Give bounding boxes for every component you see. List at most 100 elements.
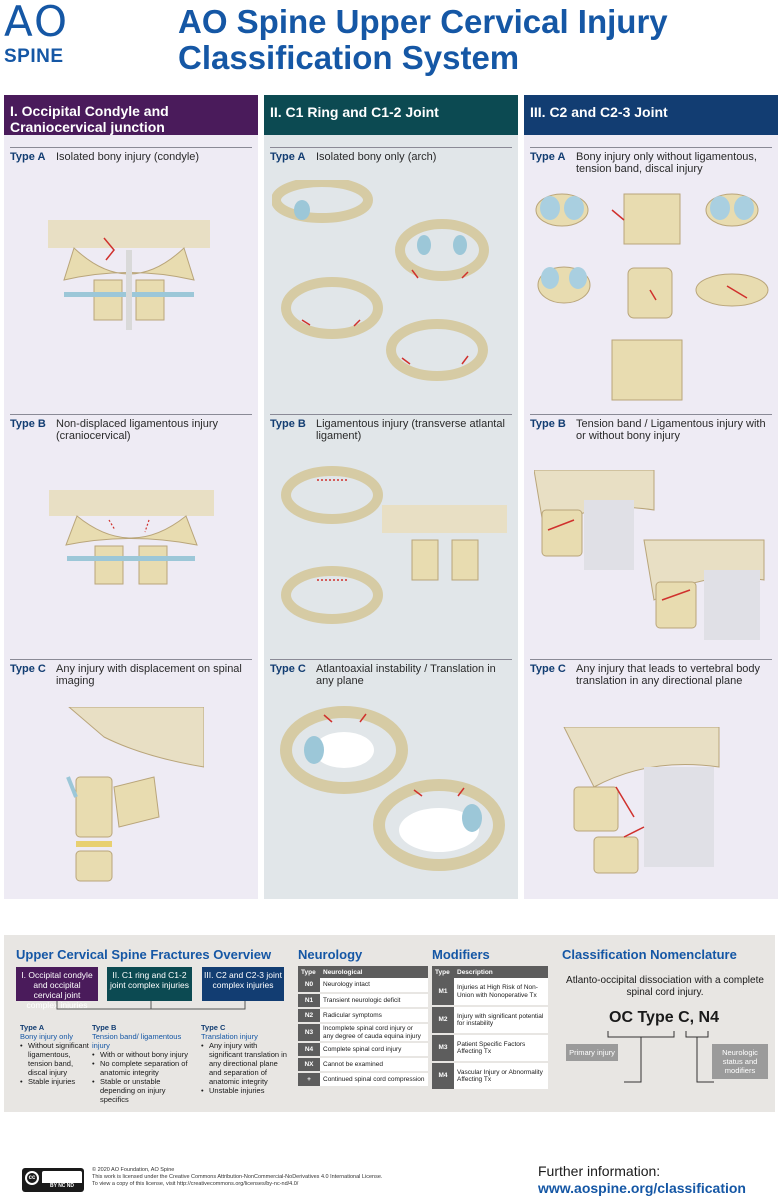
transverse-ligament-illustration (281, 466, 507, 624)
license-text: © 2020 AO Foundation, AO Spine This work… (92, 1167, 422, 1188)
type-label: Type A (530, 151, 566, 163)
modifiers-col-type: Type (432, 966, 454, 978)
neurology-desc: Continued spinal cord compression (320, 1072, 428, 1088)
c2-translation-illustration (563, 727, 720, 874)
neurology-code: N2 (298, 1008, 320, 1024)
type-label: Type B (270, 418, 306, 430)
nomenclature-code: OC Type C, N4 (609, 1009, 719, 1026)
overview-box-num: I. (21, 970, 27, 980)
summary-panel: Upper Cervical Spine Fractures Overview … (4, 935, 775, 1112)
column-header: I. Occipital Condyle and Craniocervical … (4, 95, 258, 135)
neurology-col-type: Type (298, 966, 320, 978)
type-c-row: Type C Atlantoaxial instability / Transla… (270, 659, 512, 687)
atlantoaxial-instability-illustration (280, 706, 505, 871)
cc-icon: cc (25, 1171, 39, 1185)
legal-line: To view a copy of this license, visit ht… (92, 1181, 299, 1187)
type-description: Isolated bony injury (condyle) (56, 151, 200, 163)
cc-label: BY NC ND (42, 1183, 82, 1189)
overview-bullet: Unstable injuries (201, 1086, 289, 1095)
nomenclature-title: Classification Nomenclature (562, 947, 737, 962)
modifier-desc: Patient Specific Factors Affecting Tx (454, 1034, 548, 1063)
overview-type-title: Type C (201, 1023, 226, 1032)
overview-box-num: III. (204, 970, 214, 980)
type-label: Type A (10, 151, 46, 163)
craniocervical-ligament-illustration (49, 490, 214, 585)
type-label: Type B (10, 418, 46, 430)
page-title: AO Spine Upper Cervical Injury Classific… (178, 3, 668, 76)
c2-bony-injury-illustration (535, 193, 769, 401)
type-label: Type C (530, 663, 566, 675)
neurology-desc: Neurology intact (320, 978, 428, 994)
neurology-code: N1 (298, 993, 320, 1009)
type-description: Any injury with displacement on spinal i… (56, 663, 242, 687)
type-label: Type B (530, 418, 566, 430)
neurology-desc: Incomplete spinal cord injury or any deg… (320, 1023, 428, 1043)
overview-box-c2: III. C2 and C2-3 joint complex injuries (202, 967, 284, 1001)
type-b-row: Type B Ligamentous injury (transverse atl… (270, 414, 512, 442)
modifier-desc: Vascular Injury or Abnormality Affecting… (454, 1062, 548, 1091)
type-label: Type C (270, 663, 306, 675)
overview-title: Upper Cervical Spine Fractures Overview (16, 947, 272, 962)
overview-type-c: Type C Translation injury Any injury wit… (201, 1023, 289, 1095)
nomenclature-brackets (607, 1031, 714, 1083)
overview-bullet: No complete separation of anatomic integ… (92, 1059, 196, 1077)
craniocervical-displacement-illustration (66, 707, 204, 882)
neurologic-status-box: Neurologic status and modifiers (712, 1044, 768, 1079)
column-header: III. C2 and C2-3 Joint (524, 95, 778, 135)
overview-bullet: Stable injuries (20, 1077, 90, 1086)
neurology-title: Neurology (298, 947, 363, 962)
logo-spine-text: SPINE (4, 46, 64, 67)
overview-box-c1: II. C1 ring and C1-2 joint complex injur… (107, 967, 192, 1001)
overview-bullet: Stable or unstable depending on injury s… (92, 1077, 196, 1104)
neurology-desc: Complete spinal cord injury (320, 1042, 428, 1058)
neurology-code: NX (298, 1057, 320, 1073)
overview-type-title: Type B (92, 1023, 117, 1032)
overview-connector (56, 1001, 246, 1010)
neurology-desc: Cannot be examined (320, 1057, 428, 1073)
overview-bullet: Without significant ligamentous, tension… (20, 1041, 90, 1077)
further-information-label: Further information: (538, 1163, 661, 1179)
column-occipital-condyle: I. Occipital Condyle and Craniocervical … (4, 95, 258, 899)
overview-type-subtitle: Tension band/ ligamentous injury (92, 1032, 182, 1050)
type-a-row: Type A Isolated bony injury (condyle) (10, 147, 252, 163)
column-header: II. C1 Ring and C1-2 Joint (264, 95, 518, 135)
type-label: Type A (270, 151, 306, 163)
type-description: Ligamentous injury (transverse atlantal … (316, 418, 505, 442)
overview-box-label: C1 ring and C1-2 joint complex injuries (110, 970, 189, 990)
creative-commons-badge: cc BY NC ND (22, 1168, 84, 1192)
modifier-desc: Injuries at High Risk of Non-Union with … (454, 978, 548, 1007)
neurology-code: N4 (298, 1042, 320, 1058)
modifier-code: M1 (432, 978, 454, 1007)
overview-box-occipital: I. Occipital condyle and occipital cervi… (16, 967, 98, 1010)
neurology-desc: Radicular symptoms (320, 1008, 428, 1024)
classification-link[interactable]: www.aospine.org/classification (538, 1180, 746, 1196)
legal-line: © 2020 AO Foundation, AO Spine (92, 1167, 175, 1173)
overview-type-a: Type A Bony injury only Without signific… (20, 1023, 90, 1086)
neurology-col-desc: Neurological (320, 966, 428, 978)
table-row: +Continued spinal cord compression (298, 1072, 428, 1088)
overview-bullet: With or without bony injury (92, 1050, 196, 1059)
type-description: Atlantoaxial instability / Translation i… (316, 663, 496, 687)
overview-type-b: Type B Tension band/ ligamentous injury … (92, 1023, 196, 1104)
overview-bullet: Any injury with significant translation … (201, 1041, 289, 1086)
neurology-code: N3 (298, 1023, 320, 1043)
condyle-fracture-illustration (48, 220, 210, 330)
modifier-desc: Injury with significant potential for in… (454, 1006, 548, 1035)
overview-type-subtitle: Translation injury (201, 1032, 258, 1041)
c1-arch-fracture-illustration (272, 180, 489, 381)
